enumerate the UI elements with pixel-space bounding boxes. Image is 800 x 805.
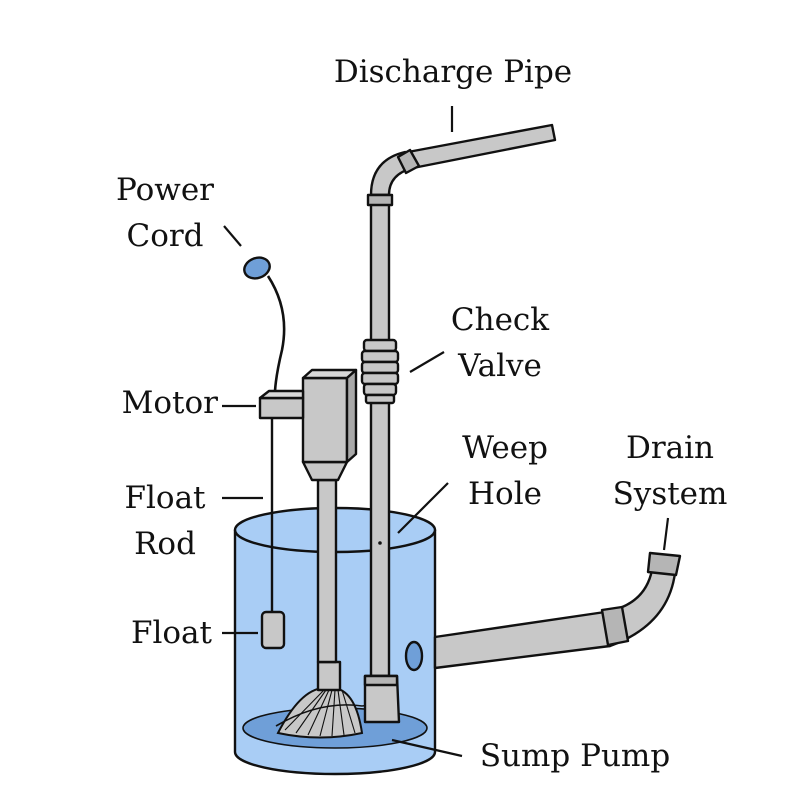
pump-shaft xyxy=(301,368,358,664)
discharge-pipe xyxy=(363,123,557,724)
label-weep-hole-line1: Weep xyxy=(462,430,548,466)
label-power-cord-line2: Cord xyxy=(126,218,203,254)
weep-hole xyxy=(378,541,382,545)
label-float: Float xyxy=(131,615,213,651)
float xyxy=(260,610,286,650)
drain-inlet xyxy=(404,640,424,672)
leader-lines xyxy=(222,106,670,758)
label-motor: Motor xyxy=(122,385,219,421)
power-plug xyxy=(243,256,271,280)
motor xyxy=(258,389,305,420)
label-check-valve-line2: Valve xyxy=(457,348,542,384)
sump-pump-base xyxy=(275,660,379,739)
label-check-valve-line1: Check xyxy=(451,302,549,338)
float-assembly xyxy=(260,418,286,650)
label-power-cord-line1: Power xyxy=(116,172,214,208)
label-drain-system-line1: Drain xyxy=(626,430,714,466)
check-valve xyxy=(360,338,400,405)
labels: Discharge Pipe Power Cord Check Valve Mo… xyxy=(116,54,727,774)
label-float-rod-line2: Rod xyxy=(134,526,196,562)
drain-system-pipe xyxy=(404,551,682,672)
label-drain-system-line2: System xyxy=(613,476,728,512)
label-float-rod-line1: Float xyxy=(124,480,206,516)
label-discharge-pipe: Discharge Pipe xyxy=(334,54,572,90)
label-weep-hole-line2: Hole xyxy=(468,476,542,512)
power-cord xyxy=(243,256,286,392)
label-sump-pump: Sump Pump xyxy=(480,738,670,774)
